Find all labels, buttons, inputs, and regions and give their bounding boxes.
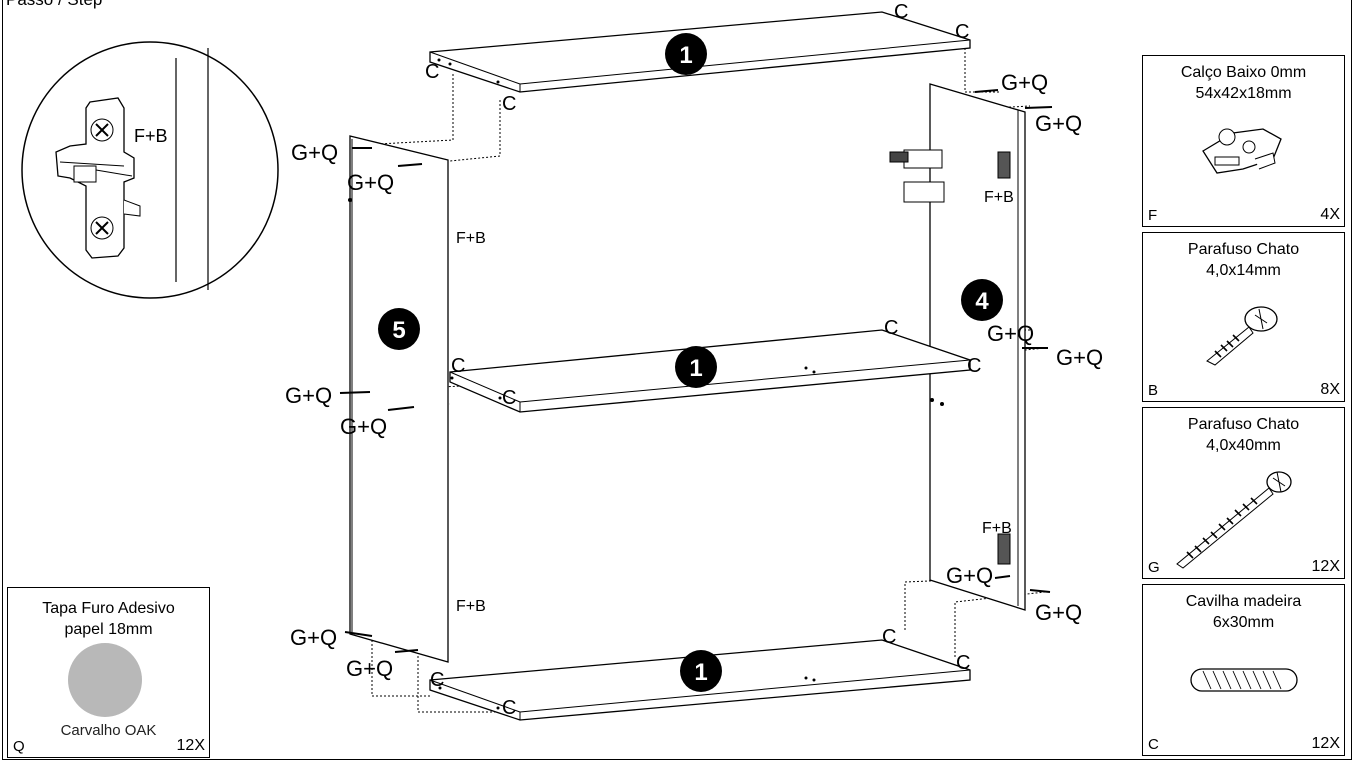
wood-dowel-icon (1190, 668, 1298, 692)
long-screw-icon (1176, 471, 1292, 569)
detail-fb-label: F+B (134, 126, 168, 146)
fb-label: F+B (982, 520, 1012, 537)
svg-text:4: 4 (975, 288, 989, 315)
gq-label: G+Q (1056, 345, 1103, 370)
step-title: Passo / Step (6, 0, 102, 10)
callout-side-left: 5 (378, 308, 420, 350)
left-side-panel (349, 135, 449, 663)
hinge-fb-labels: F+B F+B F+B F+B (456, 189, 1014, 615)
gq-label: G+Q (946, 563, 993, 588)
part-code: C (1148, 736, 1159, 753)
gq-label: G+Q (347, 170, 394, 195)
gq-label: G+Q (285, 383, 332, 408)
callout-shelf-bottom: 1 (680, 650, 722, 692)
part-code: Q (13, 738, 25, 755)
part-qty: 8X (1320, 381, 1340, 398)
gq-label: G+Q (1001, 70, 1048, 95)
adhesive-cap-icon (68, 643, 142, 717)
part-card-adhesive-cap: Tapa Furo Adesivo papel 18mm Carvalho OA… (7, 587, 210, 758)
part-size: 4,0x14mm (1206, 262, 1281, 279)
callout-shelf-top: 1 (665, 33, 707, 75)
fb-label: F+B (456, 598, 486, 615)
part-qty: 12X (1311, 735, 1340, 752)
c-label: C (430, 669, 444, 691)
part-qty: 12X (176, 737, 205, 754)
c-label: C (451, 355, 465, 377)
part-code: G (1148, 559, 1160, 576)
part-card-short-screw: Parafuso Chato 4,0x14mm B 8X (1142, 232, 1345, 402)
dowel-holes (348, 58, 944, 710)
c-label: C (967, 355, 981, 377)
gq-label: G+Q (1035, 600, 1082, 625)
c-label: C (894, 1, 908, 23)
part-name: Cavilha madeira (1185, 593, 1302, 610)
part-size: 54x42x18mm (1195, 85, 1292, 102)
part-qty: 12X (1311, 558, 1340, 575)
svg-text:1: 1 (689, 355, 702, 382)
screw-gq-labels: G+Q G+Q G+Q G+Q G+Q G+Q G+Q G+Q G+Q G+Q … (285, 70, 1103, 681)
part-size: 6x30mm (1212, 614, 1275, 631)
callout-side-right: 4 (961, 279, 1003, 321)
dowel-c-labels: C C C C C C C C C C C C (425, 1, 981, 719)
svg-text:5: 5 (392, 317, 405, 344)
gq-label: G+Q (340, 414, 387, 439)
c-label: C (884, 317, 898, 339)
fb-label: F+B (456, 230, 486, 247)
c-label: C (955, 21, 969, 43)
gq-label: G+Q (346, 656, 393, 681)
svg-text:1: 1 (694, 659, 707, 686)
part-code: B (1148, 382, 1159, 399)
part-card-long-screw: Parafuso Chato 4,0x40mm G 12X (1142, 407, 1345, 579)
hinge-plate-icon (1202, 128, 1282, 174)
callout-shelf-middle: 1 (675, 346, 717, 388)
hinge-lower-icon (997, 533, 1011, 565)
part-name: Parafuso Chato (1187, 416, 1300, 433)
short-screw-icon (1206, 306, 1278, 366)
gq-label: G+Q (290, 625, 337, 650)
part-size: papel 18mm (64, 621, 153, 638)
gq-label: G+Q (1035, 111, 1082, 136)
part-name: Parafuso Chato (1187, 241, 1300, 258)
part-name: Tapa Furo Adesivo (42, 600, 175, 617)
hinge-detail-circle (21, 41, 279, 299)
gq-label: G+Q (987, 321, 1034, 346)
c-label: C (502, 697, 516, 719)
screw-marks (339, 89, 1053, 653)
c-label: C (502, 387, 516, 409)
right-side-panel (889, 83, 1026, 611)
c-label: C (882, 626, 896, 648)
hinge-upper-icon (889, 149, 1011, 203)
part-code: F (1148, 207, 1158, 224)
c-label: C (956, 652, 970, 674)
hinge-plate-detail-icon (55, 97, 141, 259)
part-qty: 4X (1320, 206, 1340, 223)
svg-text:1: 1 (679, 42, 692, 69)
part-card-wood-dowel: Cavilha madeira 6x30mm C 12X (1142, 584, 1345, 756)
gq-label: G+Q (291, 140, 338, 165)
part-card-hinge-plate: Calço Baixo 0mm 54x42x18mm F 4X (1142, 55, 1345, 227)
part-size: 4,0x40mm (1206, 437, 1281, 454)
c-label: C (425, 61, 439, 83)
c-label: C (502, 93, 516, 115)
part-finish: Carvalho OAK (60, 722, 157, 739)
part-name: Calço Baixo 0mm (1180, 64, 1307, 81)
fb-label: F+B (984, 189, 1014, 206)
